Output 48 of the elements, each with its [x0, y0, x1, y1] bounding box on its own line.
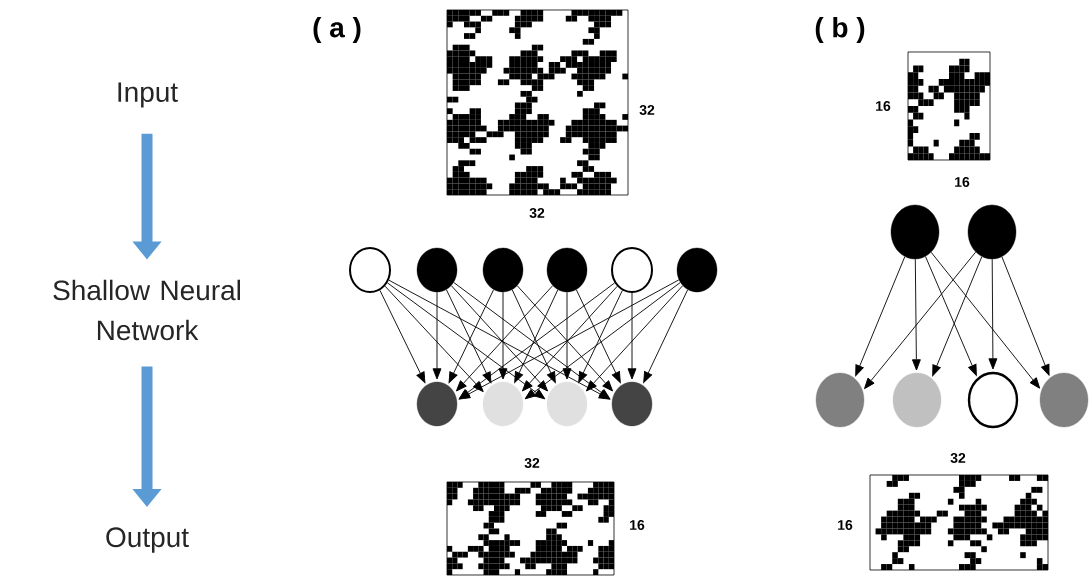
arrow [432, 291, 442, 380]
arrow [627, 292, 637, 380]
arrow [925, 256, 977, 376]
size-label: 16 [876, 101, 891, 111]
neuron-circle [611, 247, 653, 293]
neuron-circle [815, 372, 865, 428]
arrow [1001, 256, 1050, 376]
neuron-circle [890, 204, 940, 260]
neuron-circle [482, 247, 524, 293]
neuron-circle [967, 371, 1019, 429]
arrow [643, 289, 689, 383]
step-label: Output [106, 527, 189, 553]
arrow [864, 251, 977, 390]
arrow [379, 289, 426, 384]
arrow [988, 258, 998, 370]
arrow [855, 256, 906, 377]
neuron-circle [1039, 372, 1089, 428]
size-label: 16 [955, 177, 970, 187]
size-label: 16 [838, 520, 853, 530]
step-label: Input [118, 82, 178, 108]
size-label: 16 [630, 520, 645, 530]
neuron-circle [546, 247, 588, 293]
panel-label: ( a ) [313, 16, 361, 44]
arrow [932, 256, 983, 377]
arrow [384, 285, 484, 393]
arrow [387, 282, 546, 400]
arrow [930, 251, 1041, 389]
size-label: 32 [524, 458, 540, 468]
neuron-circle [416, 381, 458, 427]
size-label: 32 [950, 453, 966, 463]
neuron-circle [611, 381, 653, 427]
size-label: 32 [529, 208, 545, 218]
neuron-circle [416, 247, 458, 293]
arrow [562, 291, 572, 380]
neuron-circle [482, 381, 524, 427]
arrow [586, 285, 684, 392]
neuron-circle [892, 372, 942, 428]
arrow [458, 279, 680, 400]
neuron-circle [349, 247, 391, 293]
size-label: 32 [639, 105, 655, 115]
step-label: Shallow Neural Network [53, 279, 240, 341]
neuron-circle [546, 381, 588, 427]
arrow [498, 291, 508, 380]
arrow [911, 258, 921, 371]
neuron-circle [676, 247, 718, 293]
arrow [524, 282, 681, 400]
neuron-circle [967, 204, 1017, 260]
panel-label: ( b ) [815, 16, 865, 44]
